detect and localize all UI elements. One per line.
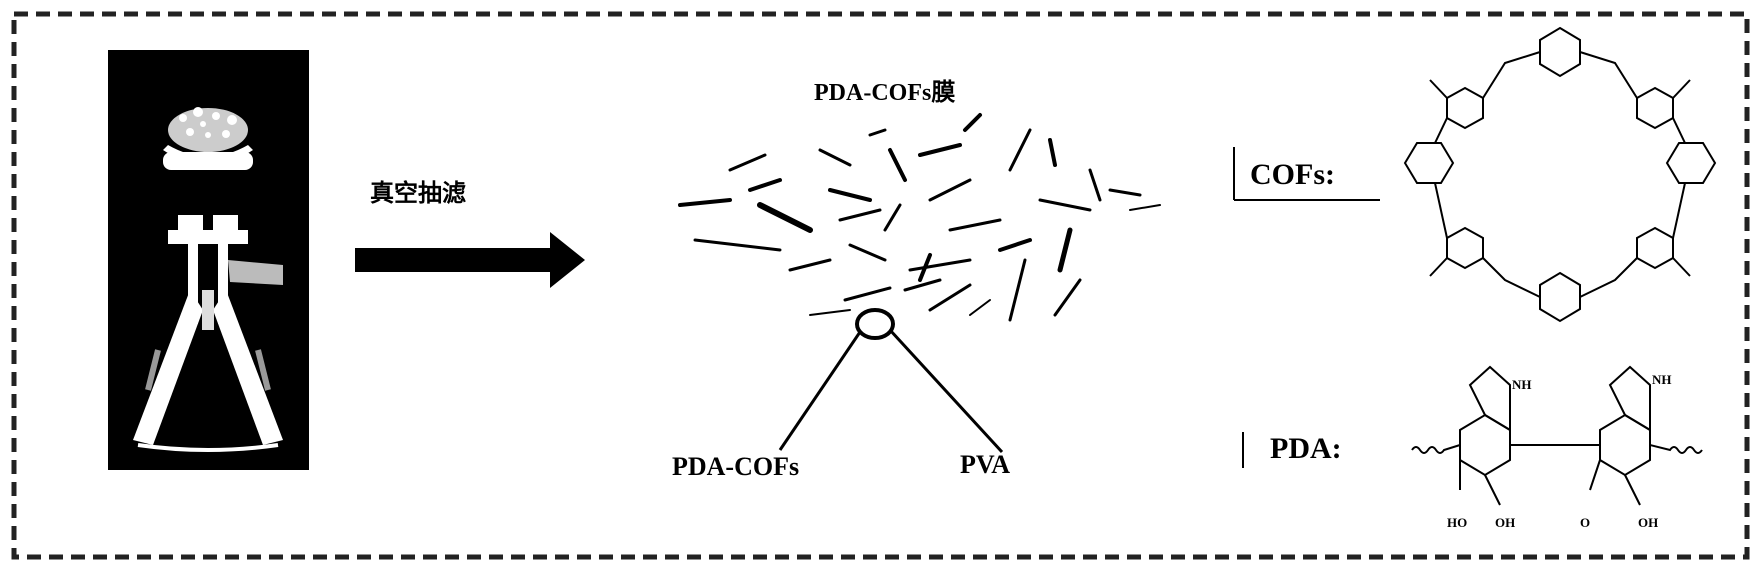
process-label: 真空抽滤	[370, 179, 466, 207]
process-arrow	[355, 232, 585, 288]
pda-structure	[1411, 365, 1703, 506]
pda-label: PDA:	[1270, 432, 1342, 465]
pva-label: PVA	[960, 450, 1011, 479]
pointer-lines	[778, 308, 1004, 454]
membrane-title: PDA-COFs膜	[814, 80, 956, 106]
cofs-bracket	[1233, 147, 1380, 201]
pda-atom-o-right: O	[1580, 515, 1591, 530]
vacuum-filtration-photo	[108, 50, 309, 470]
highlight-circle	[855, 308, 895, 340]
pda-atom-nh-right: NH	[1652, 372, 1672, 387]
pda-atom-nh-left: NH	[1512, 377, 1532, 392]
membrane-fiber-network	[678, 113, 1161, 322]
pda-atom-oh-right: OH	[1638, 515, 1659, 530]
cofs-label: COFs:	[1250, 158, 1335, 191]
pda-cofs-label: PDA-COFs	[672, 452, 800, 481]
cofs-structure	[1403, 26, 1717, 323]
pda-bracket	[1242, 432, 1244, 468]
pda-atom-oh-left: OH	[1495, 515, 1516, 530]
pda-atom-ho-left: HO	[1447, 515, 1468, 530]
